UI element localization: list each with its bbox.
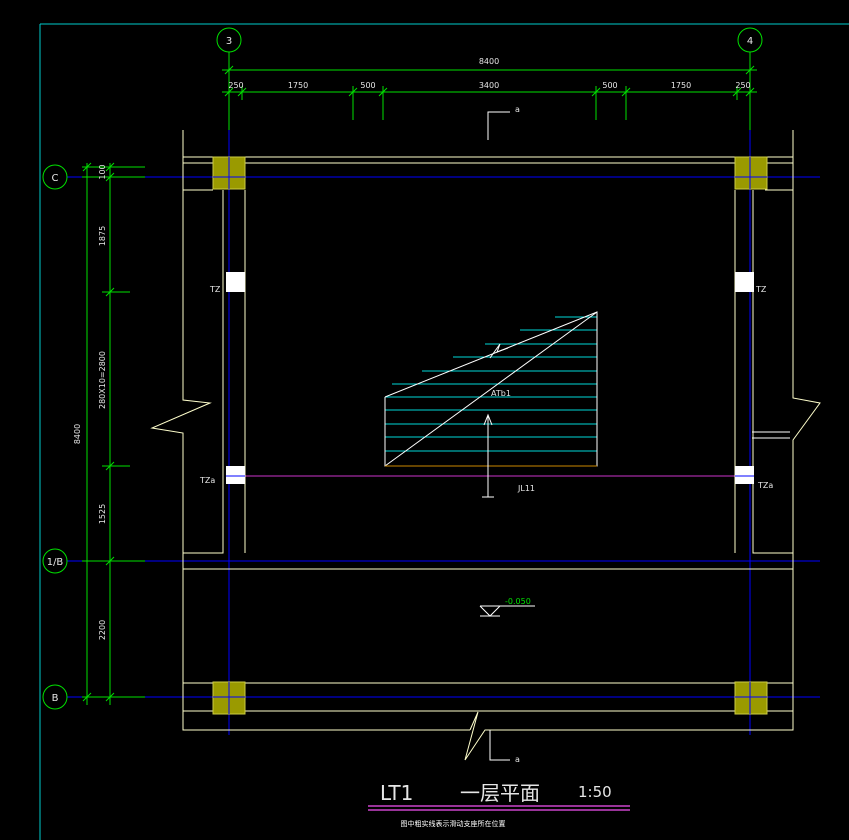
column-c4 xyxy=(734,156,768,190)
axis-bubble-1b xyxy=(42,548,68,574)
axis-label-b: B xyxy=(52,693,59,704)
label-section-bottom: a xyxy=(515,755,520,764)
drawing-note: 图中粗实线表示滑动支座所在位置 xyxy=(401,819,506,828)
drawing-scale: 1:50 xyxy=(578,783,612,801)
drawing-code: LT1 xyxy=(380,781,413,805)
dim-top-seg-1: 250 xyxy=(228,81,243,90)
label-beam: JL11 xyxy=(517,484,535,493)
column-tza-right xyxy=(735,466,754,484)
dim-left-overall: 8400 xyxy=(73,424,82,444)
dim-top-seg-4: 3400 xyxy=(479,81,499,90)
label-elevation: -0.050 xyxy=(505,597,531,606)
axis-label-c: C xyxy=(52,173,59,184)
wall-outline xyxy=(150,130,821,761)
dim-top-seg-5: 500 xyxy=(602,81,617,90)
left-dimension-group xyxy=(82,162,145,705)
dim-left-seg-3: 280X10=2800 xyxy=(98,351,107,409)
label-tz-right: TZ xyxy=(755,285,767,294)
axis-bubble-b xyxy=(42,684,68,710)
axis-bubble-c xyxy=(42,164,68,190)
label-tza-right: TZa xyxy=(757,481,773,490)
dim-left-seg-1: 100 xyxy=(98,164,107,179)
dim-left-seg-2: 1875 xyxy=(98,226,107,246)
column-tz-right xyxy=(735,272,754,292)
label-section-top: a xyxy=(515,105,520,114)
dim-top-seg-2: 1750 xyxy=(288,81,308,90)
label-stair-code: ATb1 xyxy=(491,389,511,398)
drawing-name: 一层平面 xyxy=(460,781,540,805)
axis-label-4: 4 xyxy=(747,36,753,47)
column-tza-left xyxy=(226,466,245,484)
column-b4 xyxy=(734,681,768,715)
dim-top-seg-6: 1750 xyxy=(671,81,691,90)
label-tza-left: TZa xyxy=(199,476,215,485)
axis-label-3: 3 xyxy=(226,36,232,47)
elevation-marker xyxy=(479,605,502,617)
dim-top-seg-7: 250 xyxy=(735,81,750,90)
section-mark-bottom xyxy=(489,730,510,761)
axis-label-1b: 1/B xyxy=(47,557,64,568)
section-mark-top xyxy=(487,111,510,140)
stair-flight xyxy=(384,311,598,498)
dim-top-seg-3: 500 xyxy=(360,81,375,90)
column-tz-left xyxy=(226,272,245,292)
dim-left-seg-5: 2200 xyxy=(98,620,107,640)
dim-left-seg-4: 1525 xyxy=(98,504,107,524)
label-tz-left: TZ xyxy=(209,285,221,294)
top-dimension-group xyxy=(222,52,757,130)
dim-top-overall: 8400 xyxy=(479,57,499,66)
